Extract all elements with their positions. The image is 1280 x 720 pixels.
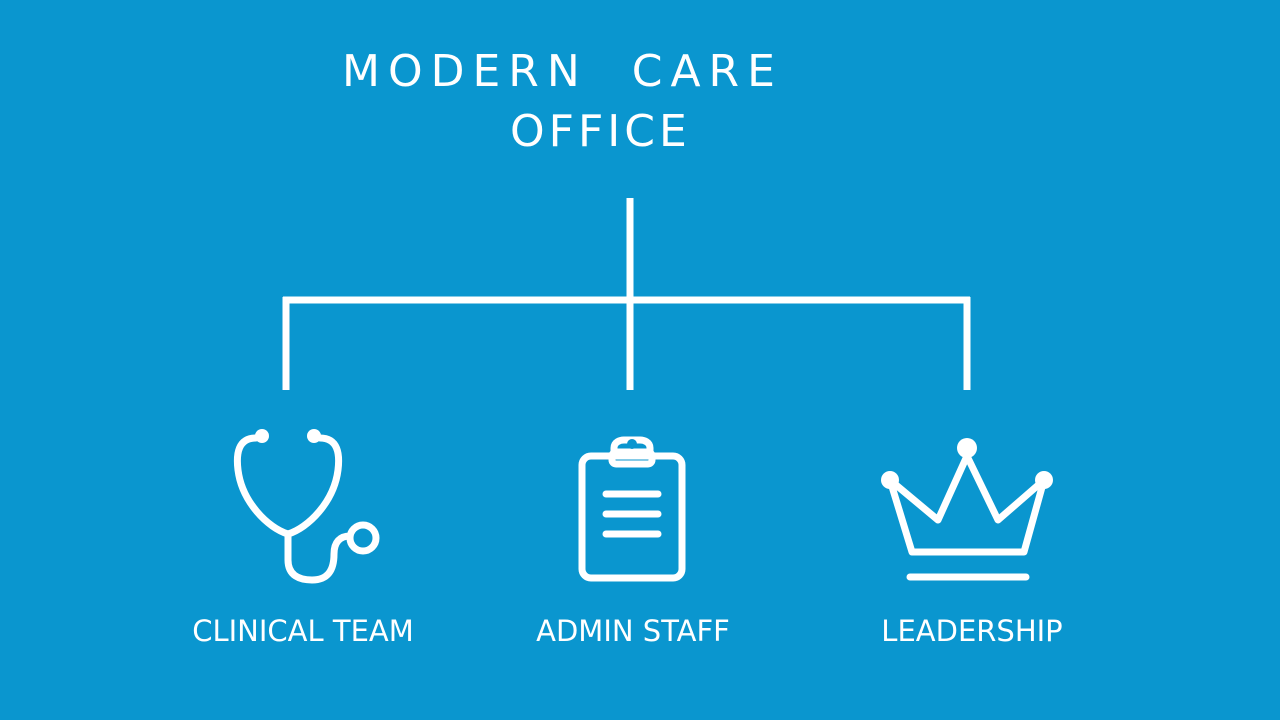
crown-icon — [881, 438, 1053, 581]
clipboard-icon — [578, 436, 686, 582]
node-label-clinical-team: CLINICAL TEAM — [192, 614, 414, 648]
node-label-admin-staff: ADMIN STAFF — [536, 614, 730, 648]
node-label-leadership: LEADERSHIP — [881, 614, 1063, 648]
diagram-title-line-1: MODERN CARE — [342, 46, 783, 97]
stethoscope-icon — [233, 429, 380, 584]
diagram-title-line-2: OFFICE — [510, 106, 691, 157]
